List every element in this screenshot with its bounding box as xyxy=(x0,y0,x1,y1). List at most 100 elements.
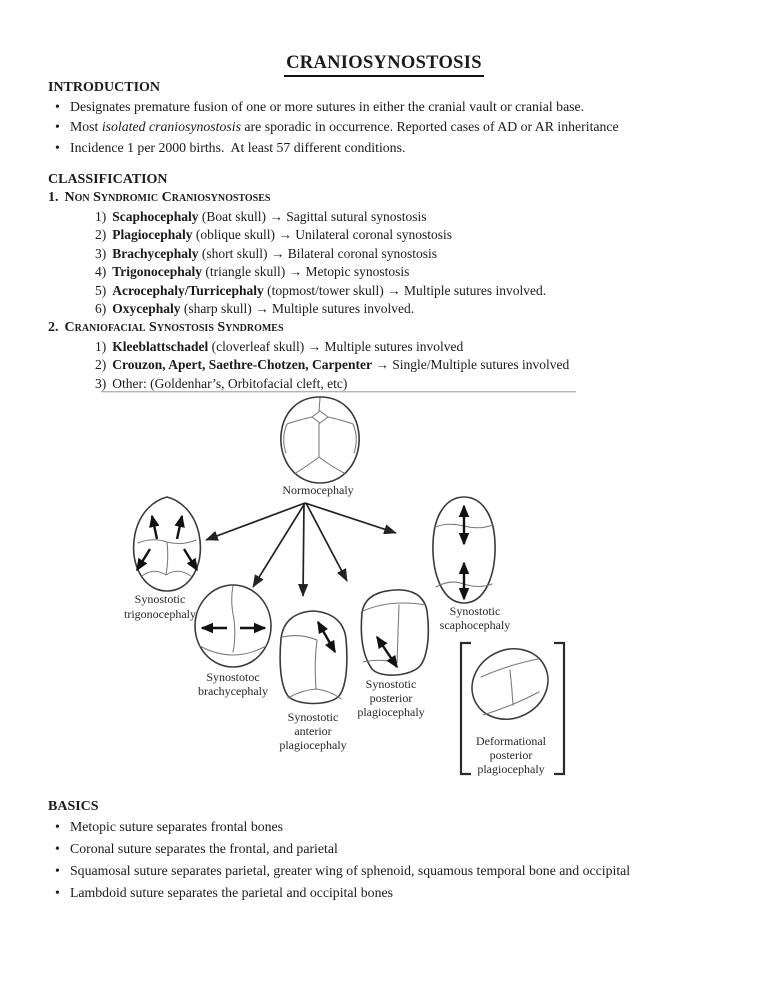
deformational-label-line1: Deformational xyxy=(476,734,547,748)
posterior-plagiocephaly-label-line2: posterior xyxy=(370,691,413,705)
intro-1-pre: Designates premature fusion of one or mo… xyxy=(70,99,585,114)
anterior-plagiocephaly-label-line2: anterior xyxy=(294,724,331,738)
deformational-label-line2: posterior xyxy=(490,748,533,762)
anterior-plagiocephaly-label-line1: Synostotic xyxy=(288,710,339,724)
arrow-to-brachycephaly xyxy=(252,502,306,588)
item-description: (oblique skull) → Unilateral coronal syn… xyxy=(192,227,452,243)
left-bracket xyxy=(459,641,471,776)
deformational-label-line3: plagiocephaly xyxy=(477,762,544,776)
arrow-to-posterior-plagiocephaly xyxy=(305,502,348,582)
intro-bullet-1: • Designates premature fusion of one or … xyxy=(48,97,738,117)
scaphocephaly-skull: Synostotic scaphocephaly xyxy=(432,496,511,632)
skull-diagram: Normocephaly Synostotic trigonocephaly xyxy=(124,396,566,776)
bullet-icon: • xyxy=(55,119,60,135)
item-number: 3) xyxy=(95,245,107,261)
item-description: Other: (Goldenhar’s, Orbitofacial cleft,… xyxy=(112,375,348,391)
basics-bullet-2-text: Coronal suture separates the frontal, an… xyxy=(70,841,338,856)
item-number: 6) xyxy=(95,301,107,317)
normocephaly-skull: Normocephaly xyxy=(280,396,360,497)
arrow-to-trigonocephaly xyxy=(205,502,306,541)
item-term: Plagiocephaly xyxy=(112,227,193,243)
introduction-section: INTRODUCTION • Designates premature fusi… xyxy=(48,79,738,158)
anterior-plagiocephaly-skull: Synostotic anterior plagiocephaly xyxy=(279,610,348,752)
bullet-icon: • xyxy=(55,99,60,114)
horizontal-divider xyxy=(101,391,576,392)
bullet-icon: • xyxy=(55,139,60,155)
item-term: Crouzon, Apert, Saethre-Chotzen, Carpent… xyxy=(112,357,372,373)
intro-2-italic: isolated craniosynostosis xyxy=(101,119,241,135)
trigonocephaly-label-line1: Synostotic xyxy=(135,592,186,606)
list-item: 2) Plagiocephaly (oblique skull) → Unilat… xyxy=(95,226,738,245)
basics-section: BASICS • Metopic suture separates fronta… xyxy=(48,798,738,904)
list-item: 6) Oxycephaly (sharp skull) → Multiple su… xyxy=(95,300,738,319)
item-term: Acrocephaly/Turricephaly xyxy=(112,282,264,298)
bullet-icon: • xyxy=(55,863,60,878)
classification-section: CLASSIFICATION 1. Non Syndromic Craniosyn… xyxy=(48,171,738,393)
item-term: Scaphocephaly xyxy=(112,208,199,224)
item-description: (cloverleaf skull) → Multiple sutures in… xyxy=(208,338,464,354)
normocephaly-label: Normocephaly xyxy=(282,483,353,497)
item-description: (sharp skull) → Multiple sutures involve… xyxy=(180,301,415,317)
posterior-plagiocephaly-skull: Synostotic posterior plagiocephaly xyxy=(357,589,430,719)
list-item: 2) Crouzon, Apert, Saethre-Chotzen, Carpe… xyxy=(95,356,738,375)
list-item: 3) Other: (Goldenhar’s, Orbitofacial clef… xyxy=(95,375,738,394)
fan-arrows xyxy=(205,502,397,597)
right-bracket xyxy=(554,641,566,776)
intro-3-pre: Incidence 1 per 2000 births. At least 57… xyxy=(70,139,406,155)
item-number: 1) xyxy=(95,208,107,224)
intro-bullet-3: • Incidence 1 per 2000 births. At least … xyxy=(48,138,738,158)
trigonocephaly-skull: Synostotic trigonocephaly xyxy=(124,496,202,621)
intro-2-pre: Most xyxy=(70,119,102,135)
title-row: CRANIOSYNOSTOSIS xyxy=(0,53,768,77)
subheading-1-number: 1. xyxy=(48,190,59,205)
scaphocephaly-label-line2: scaphocephaly xyxy=(440,618,511,632)
classification-list-2: 1)Kleeblattschadel (cloverleaf skull) → … xyxy=(95,338,738,394)
item-number: 3) xyxy=(95,375,107,391)
scaphocephaly-label-line1: Synostotic xyxy=(450,604,501,618)
basics-heading: BASICS xyxy=(48,799,99,814)
arrow-to-anterior-plagiocephaly xyxy=(298,502,309,597)
basics-bullet-1-text: Metopic suture separates frontal bones xyxy=(70,819,284,834)
item-term: Trigonocephaly xyxy=(112,264,203,280)
list-item: 1)Kleeblattschadel (cloverleaf skull) → … xyxy=(95,338,738,357)
item-number: 2) xyxy=(95,227,107,243)
basics-bullet-3: • Squamosal suture separates parietal, g… xyxy=(48,860,738,882)
brachycephaly-skull: Synostotoc brachycephaly xyxy=(194,584,272,698)
basics-bullet-4: • Lambdoid suture separates the parietal… xyxy=(48,882,738,904)
classification-subheading-1: 1. Non Syndromic Craniosynostoses xyxy=(48,189,738,208)
brachycephaly-label-line2: brachycephaly xyxy=(198,684,268,698)
introduction-heading: INTRODUCTION xyxy=(48,80,161,95)
list-item: 4) Trigonocephaly (triangle skull) → Meto… xyxy=(95,263,738,282)
intro-bullet-3-text: Incidence 1 per 2000 births. At least 57… xyxy=(70,138,738,158)
item-description: (triangle skull) → Metopic synostosis xyxy=(202,264,410,280)
classification-heading: CLASSIFICATION xyxy=(48,172,168,187)
page-title: CRANIOSYNOSTOSIS xyxy=(284,53,484,77)
posterior-plagiocephaly-label-line3: plagiocephaly xyxy=(357,705,424,719)
bullet-icon: • xyxy=(55,841,60,856)
item-number: 4) xyxy=(95,264,107,280)
subheading-2-name: Craniofacial Synostosis Syndromes xyxy=(64,320,284,336)
classification-subheading-2: 2.Craniofacial Synostosis Syndromes xyxy=(48,319,738,338)
item-number: 5) xyxy=(95,282,107,298)
arrow-to-scaphocephaly xyxy=(304,502,397,535)
item-number: 2) xyxy=(95,357,107,373)
deformational-plagiocephaly-group: Deformational posterior plagiocephaly xyxy=(459,641,566,776)
basics-bullet-2: • Coronal suture separates the frontal, … xyxy=(48,838,738,860)
basics-bullet-3-text: Squamosal suture separates parietal, gre… xyxy=(70,863,631,878)
anterior-plagiocephaly-label-line3: plagiocephaly xyxy=(279,738,346,752)
item-description: (Boat skull) → Sagittal sutural synostos… xyxy=(198,208,427,224)
intro-bullet-2: • Most isolated craniosynostosis are spo… xyxy=(48,117,738,137)
intro-bullet-2-text: Most isolated craniosynostosis are spora… xyxy=(70,117,738,137)
item-term: Brachycephaly xyxy=(112,245,199,261)
list-item: 1) Scaphocephaly (Boat skull) → Sagittal … xyxy=(95,208,738,227)
posterior-plagiocephaly-label-line1: Synostotic xyxy=(366,677,417,691)
classification-list-1: 1) Scaphocephaly (Boat skull) → Sagittal … xyxy=(95,208,738,320)
item-description: → Single/Multiple sutures involved xyxy=(371,357,570,373)
basics-bullet-1: • Metopic suture separates frontal bones xyxy=(48,816,738,838)
item-description: (short skull) → Bilateral coronal synost… xyxy=(198,245,437,261)
list-item: 5)Acrocephaly/Turricephaly (topmost/towe… xyxy=(95,282,738,301)
item-number: 1) xyxy=(95,338,107,354)
item-term: Oxycephaly xyxy=(112,301,181,317)
subheading-1-name: Non Syndromic Craniosynostoses xyxy=(64,190,271,205)
